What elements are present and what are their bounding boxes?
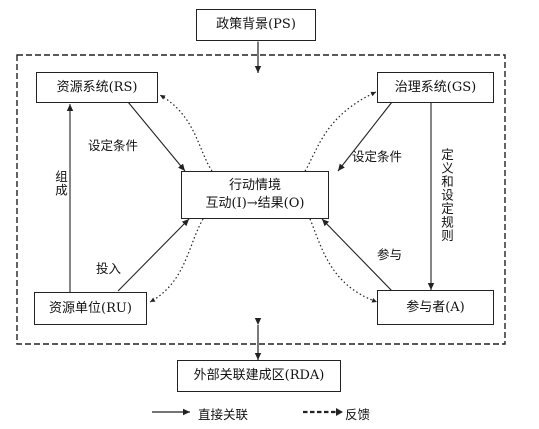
node-actors: 参与者(A) (377, 290, 494, 325)
label-rs-sets-conditions: 设定条件 (88, 138, 139, 153)
feedback-center-to-gs (304, 91, 377, 172)
feedback-center-to-a (309, 218, 378, 303)
legend-direct-label: 直接关联 (198, 407, 249, 422)
node-governance-system: 治理系统(GS) (377, 72, 494, 103)
feedback-center-to-ru (149, 218, 204, 303)
action-situation-title: 行动情境 (228, 178, 281, 194)
label-gs-sets-conditions: 设定条件 (352, 149, 403, 164)
node-policy-setting: 政策背景(PS) (196, 9, 316, 41)
label-gs-defines-rules: 定义和设定规则 (439, 148, 454, 243)
node-resource-system: 资源系统(RS) (36, 72, 158, 103)
label-ru-part-of: 组成 (53, 170, 68, 197)
node-related-ecosystems: 外部关联建成区(RDA) (177, 360, 341, 392)
label-a-participates: 参与 (377, 247, 403, 262)
feedback-center-to-rs (159, 94, 213, 172)
a-to-center-arrow (321, 218, 393, 292)
rs-to-center-arrow (127, 101, 186, 172)
ru-to-center-arrow (117, 218, 190, 292)
gs-to-center-arrow (337, 101, 393, 172)
legend-feedback-arrowhead (336, 408, 343, 416)
node-resource-units: 资源单位(RU) (34, 292, 147, 325)
node-action-situation: 行动情境 互动(I)→结果(O) (181, 171, 329, 219)
action-situation-subtitle: 互动(I)→结果(O) (205, 196, 305, 211)
label-ru-inputs: 投入 (96, 261, 122, 276)
legend-feedback-label: 反馈 (345, 407, 371, 422)
